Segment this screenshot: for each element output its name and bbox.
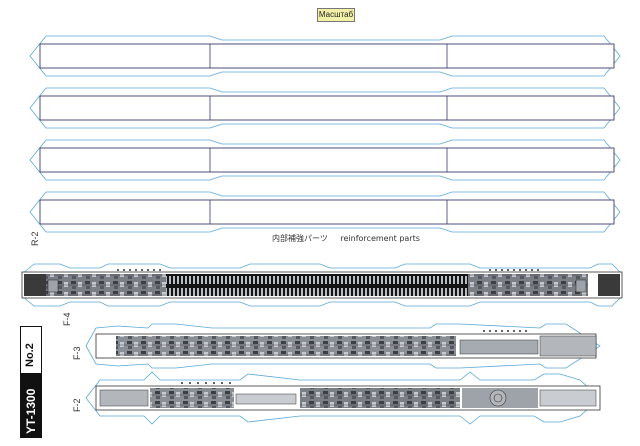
f3-part	[85, 323, 601, 369]
part-label-f3: F-3	[72, 346, 82, 361]
sheet-number: No.2	[24, 343, 36, 367]
caption: 内部補強パーツ reinforcement parts	[272, 233, 430, 244]
sheet-number-box: No.2	[20, 326, 42, 374]
part-label-r2: R-2	[30, 231, 40, 246]
part-label-f4: F-4	[62, 312, 72, 327]
title-block: No.2 YT-1300	[20, 326, 42, 438]
model-box: YT-1300	[20, 374, 42, 438]
caption-en: reinforcement parts	[340, 234, 420, 243]
scale-label: Масштаб	[317, 8, 355, 22]
part-label-f2: F-2	[72, 398, 82, 413]
caption-jp: 内部補強パーツ	[272, 234, 328, 243]
reinforcement-strip	[29, 35, 621, 233]
f2-part	[85, 371, 601, 425]
model-name: YT-1300	[24, 388, 38, 434]
f4-part	[20, 263, 623, 307]
